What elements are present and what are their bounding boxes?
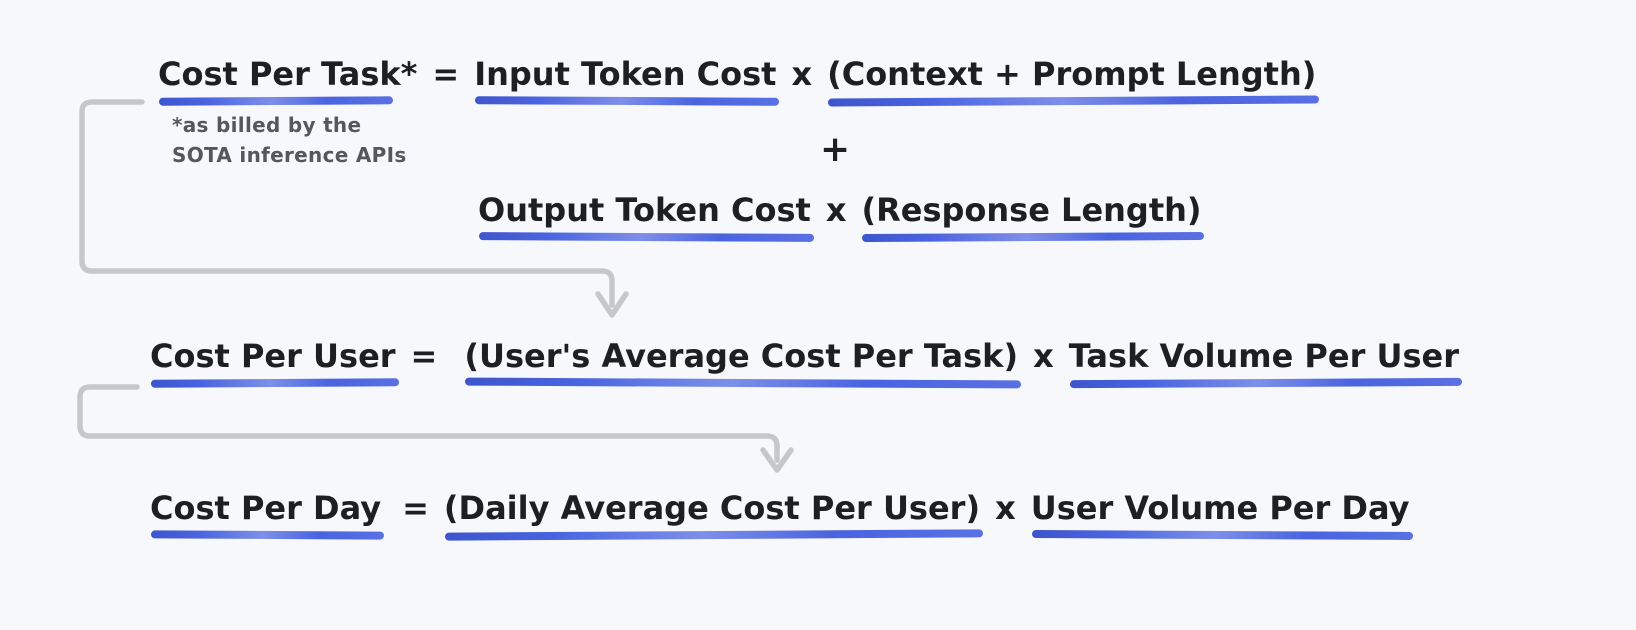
term-user-volume-per-day: User Volume Per Day: [1031, 486, 1410, 530]
plus-sign: +: [820, 129, 851, 170]
term-users-average-cost-per-task: (User's Average Cost Per Task): [464, 334, 1018, 378]
term-cost-per-task: Cost Per Task*: [158, 52, 417, 96]
multiply-sign: x: [995, 489, 1016, 527]
term-context-plus-prompt-length: (Context + Prompt Length): [827, 52, 1316, 96]
footnote-line-2: SOTA inference APIs: [172, 143, 407, 167]
multiply-sign: x: [791, 55, 813, 93]
formula-cost-per-day: Cost Per Day = (Daily Average Cost Per U…: [150, 486, 1409, 530]
term-input-token-cost: Input Token Cost: [474, 52, 776, 96]
formula-cost-per-task-line2: Output Token Cost x (Response Length): [478, 188, 1202, 232]
multiply-sign: x: [825, 191, 847, 229]
term-daily-average-cost-per-user: (Daily Average Cost Per User): [444, 486, 980, 530]
multiply-sign: x: [1033, 337, 1054, 375]
term-task-volume-per-user: Task Volume Per User: [1069, 334, 1459, 378]
equals-sign: =: [432, 55, 460, 93]
equals-sign: =: [410, 337, 438, 375]
footnote-line-1: *as billed by the: [172, 113, 362, 137]
term-cost-per-day: Cost Per Day: [150, 486, 381, 530]
formula-cost-per-task: Cost Per Task* = Input Token Cost x (Con…: [158, 52, 1316, 96]
formula-cost-per-user: Cost Per User = (User's Average Cost Per…: [150, 334, 1459, 378]
equals-sign: =: [402, 489, 429, 527]
footnote: *as billed by the SOTA inference APIs: [172, 110, 407, 170]
arrow-user-to-day: [77, 384, 794, 473]
term-cost-per-user: Cost Per User: [150, 334, 396, 378]
term-response-length: (Response Length): [861, 188, 1201, 232]
term-output-token-cost: Output Token Cost: [478, 188, 811, 232]
